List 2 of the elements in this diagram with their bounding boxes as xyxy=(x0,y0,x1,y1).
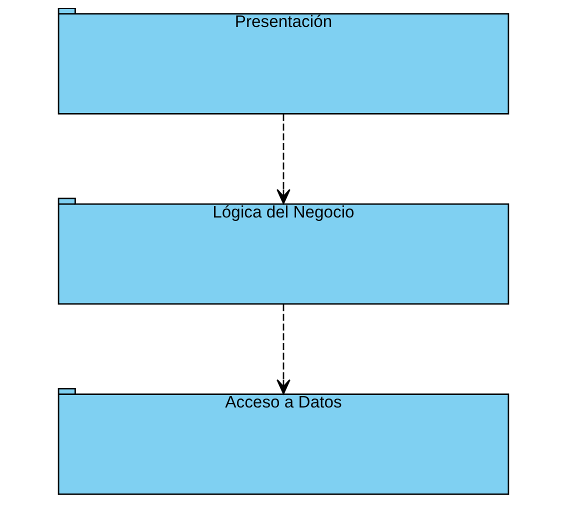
arrow xyxy=(276,114,290,204)
arrow xyxy=(276,304,290,394)
